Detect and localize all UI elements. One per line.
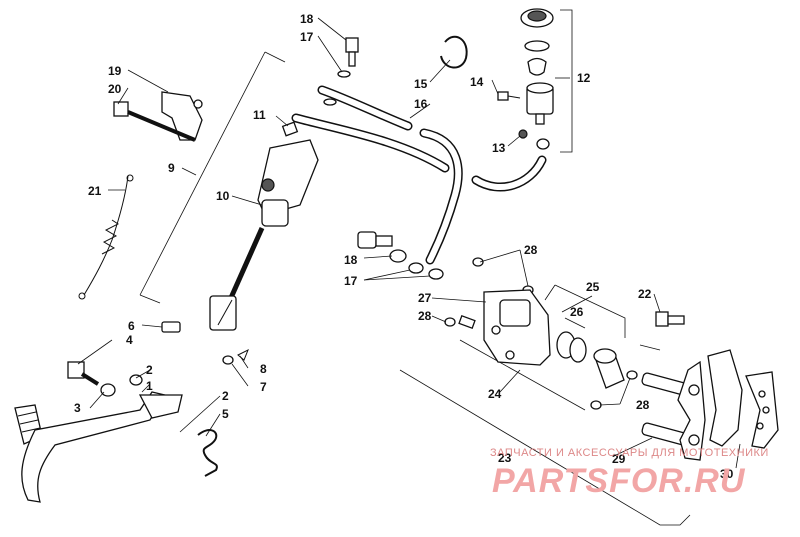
callout-28-right: 28 <box>636 398 650 412</box>
banjo-bolt-lower <box>357 231 444 280</box>
callout-14: 14 <box>470 75 484 89</box>
callout-21: 21 <box>88 184 102 198</box>
cotter-pin <box>237 348 249 361</box>
callout-28-top: 28 <box>524 243 538 257</box>
bolt-22 <box>655 311 685 327</box>
callout-20: 20 <box>108 82 122 96</box>
callout-16: 16 <box>414 97 428 111</box>
mounting-bracket <box>161 91 203 141</box>
callout-6: 6 <box>128 319 135 333</box>
master-cylinder <box>209 121 319 331</box>
caliper-bracket <box>677 360 706 461</box>
callout-5: 5 <box>222 407 229 421</box>
seal-inner <box>569 337 587 363</box>
callout-18-lower: 18 <box>344 253 358 267</box>
callout-labels: 1 2 2 3 4 5 6 7 8 9 10 11 12 13 14 15 16… <box>74 12 734 481</box>
callout-28-left: 28 <box>418 309 432 323</box>
washer-28-bottom <box>590 400 602 410</box>
callout-12: 12 <box>577 71 591 85</box>
return-spring <box>78 174 134 300</box>
callout-3: 3 <box>74 401 81 415</box>
brake-pedal <box>14 391 183 503</box>
brake-pads <box>707 349 779 449</box>
callout-8: 8 <box>260 362 267 376</box>
callout-4: 4 <box>126 333 133 347</box>
callout-15: 15 <box>414 77 428 91</box>
callout-17-top: 17 <box>300 30 314 44</box>
caliper-body <box>483 289 551 366</box>
caliper-piston <box>593 348 625 389</box>
washer-28-top <box>472 257 484 267</box>
washer-28-left <box>444 317 456 327</box>
leader-lines <box>77 17 741 469</box>
callout-22: 22 <box>638 287 652 301</box>
callout-30: 30 <box>720 467 734 481</box>
pivot-bolt <box>67 361 143 397</box>
bolt-20 <box>113 101 196 142</box>
bleeder-screw <box>458 315 476 329</box>
callout-29: 29 <box>612 452 626 466</box>
callout-17-lower: 17 <box>344 274 358 288</box>
watermark-brand: PARTSFOR.RU <box>492 462 746 500</box>
callout-23: 23 <box>498 451 512 465</box>
washer-28-right <box>626 370 638 380</box>
callout-2-lower: 2 <box>222 389 229 403</box>
callout-1: 1 <box>146 379 153 393</box>
clevis-pin <box>161 321 181 333</box>
hose-clamp-ring <box>440 35 468 69</box>
nut-13 <box>518 129 528 139</box>
reservoir-assembly <box>520 8 554 150</box>
group-bracket-lines <box>139 9 691 526</box>
callout-26: 26 <box>570 305 584 319</box>
callout-9: 9 <box>168 161 175 175</box>
brake-hoses <box>291 85 547 265</box>
callout-2-upper: 2 <box>146 363 153 377</box>
callout-11: 11 <box>253 108 266 122</box>
callout-13: 13 <box>492 141 506 155</box>
watermark: ЗАПЧАСТИ И АКСЕССУАРЫ ДЛЯ МОТОТЕХНИКИ PA… <box>490 447 769 500</box>
callout-18-top: 18 <box>300 12 314 26</box>
callout-24: 24 <box>488 387 502 401</box>
callout-27: 27 <box>418 291 432 305</box>
washer-7 <box>222 355 234 365</box>
screw-14 <box>497 91 521 101</box>
callout-10: 10 <box>216 189 230 203</box>
callout-7: 7 <box>260 380 267 394</box>
pedal-spring <box>197 429 218 477</box>
watermark-tagline: ЗАПЧАСТИ И АКСЕССУАРЫ ДЛЯ МОТОТЕХНИКИ <box>490 447 769 459</box>
callout-25: 25 <box>586 280 600 294</box>
banjo-bolt-top <box>323 37 359 106</box>
callout-19: 19 <box>108 64 122 78</box>
